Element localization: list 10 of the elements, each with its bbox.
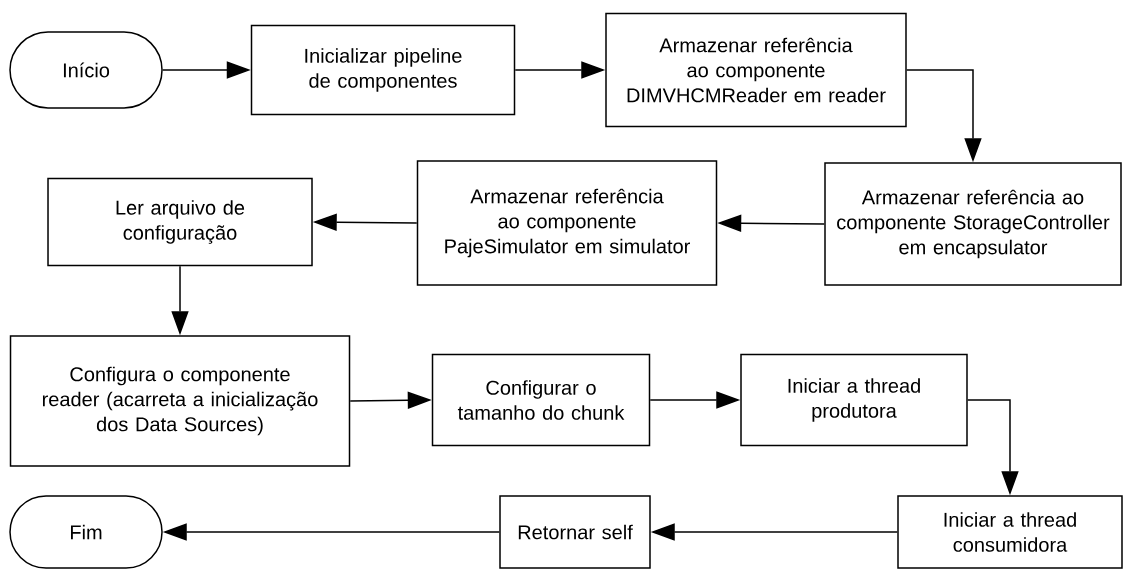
process-box: Ler arquivo de configuração [47,177,313,267]
process-box: Armazenar referência ao componente DIMVHCMReader em reader [605,12,907,128]
process-box: Configura o componente reader (acarreta a inicialização dos Data Sources) [9,335,351,467]
process-box: Configurar o tamanho do chunk [431,353,651,447]
process-box: Armazenar referência ao componente StorageController em encapsulator [824,162,1122,286]
process-box: Inicializar pipeline de componentes [250,24,516,116]
process-box: Iniciar a thread consumidora [897,495,1123,569]
process-box: Iniciar a thread produtora [740,353,968,447]
process-box: Retornar self [499,495,651,569]
process-box: Armazenar referência ao componente PajeSimulator em simulator [416,160,718,286]
